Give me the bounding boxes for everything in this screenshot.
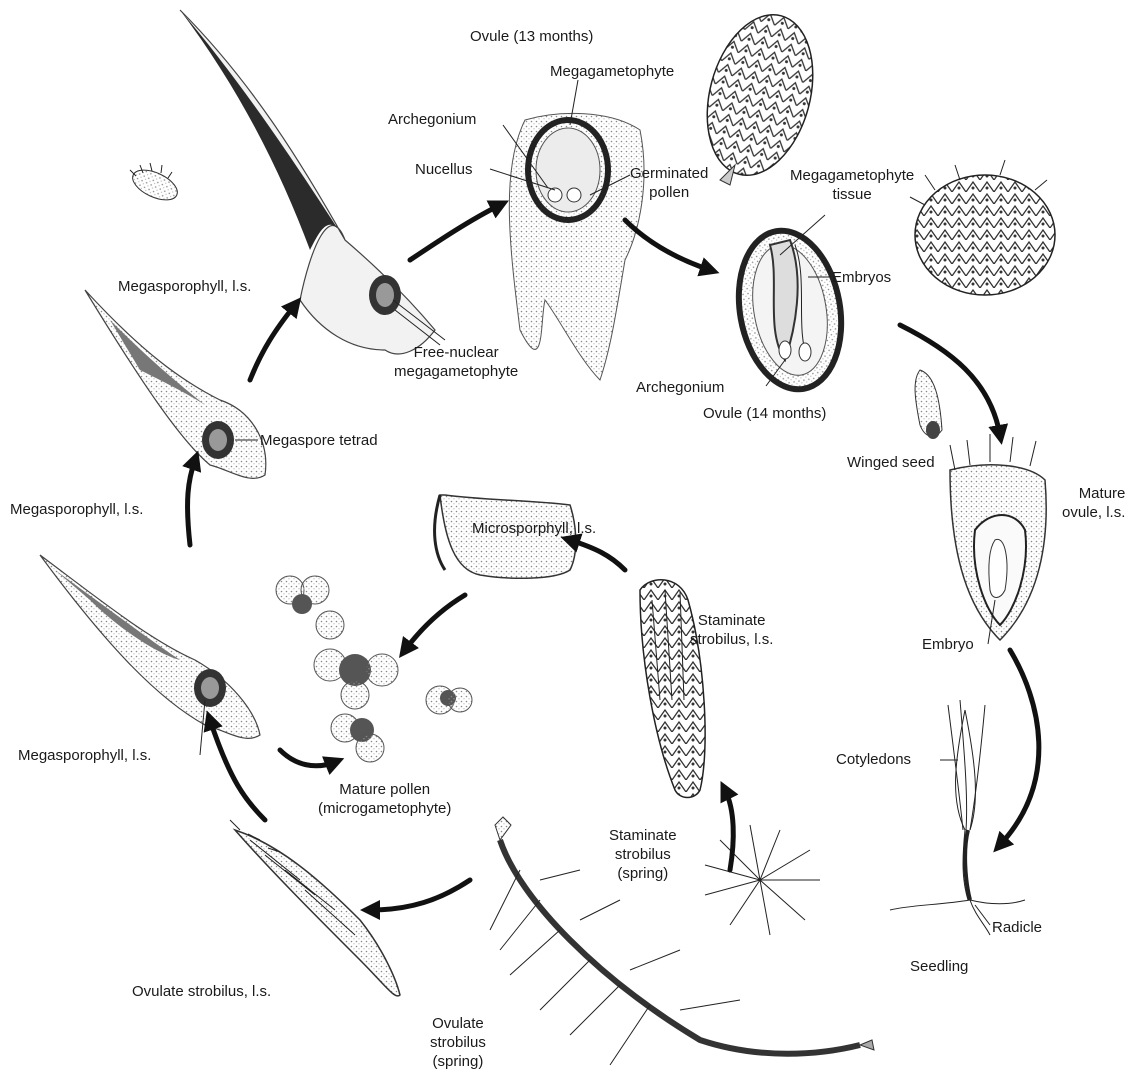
label-ovulate-strobilus-ls: Ovulate strobilus, l.s.	[132, 982, 271, 1001]
megasporophyll-top-illustration	[180, 10, 440, 354]
pine-branch-illustration	[490, 817, 874, 1065]
label-archegonium-bottom: Archegonium	[636, 378, 724, 397]
mature-cone-illustration	[910, 160, 1055, 295]
label-free-nuclear-megagametophyte: Free-nuclear megagametophyte	[394, 343, 518, 381]
label-megagametophyte-tissue: Megagametophyte tissue	[790, 166, 914, 204]
young-cone-illustration	[690, 3, 829, 187]
label-radicle: Radicle	[992, 918, 1042, 937]
label-mature-ovule: Mature ovule, l.s.	[1062, 484, 1125, 522]
seedling-illustration	[890, 700, 1025, 935]
label-cotyledons: Cotyledons	[836, 750, 911, 769]
label-megasporophyll-top: Megasporophyll, l.s.	[118, 277, 251, 296]
label-megaspore-tetrad: Megaspore tetrad	[260, 431, 378, 450]
label-nucellus: Nucellus	[415, 160, 473, 179]
ovule-13-months-illustration	[509, 113, 644, 380]
label-ovule-14-months: Ovule (14 months)	[703, 404, 826, 423]
label-megasporophyll-mid: Megasporophyll, l.s.	[10, 500, 143, 519]
megasporophyll-mid-illustration	[85, 290, 266, 478]
label-microsporophyll: Microsporphyll, l.s.	[472, 519, 596, 538]
winged-seed-illustration	[915, 370, 942, 439]
label-archegonium-top: Archegonium	[388, 110, 476, 129]
label-embryo: Embryo	[922, 635, 974, 654]
small-bud-illustration	[128, 163, 182, 206]
megasporophyll-low-illustration	[40, 555, 260, 738]
pollen-grains-illustration	[276, 576, 472, 762]
mature-ovule-illustration	[950, 434, 1046, 640]
label-seedling: Seedling	[910, 957, 968, 976]
label-ovule-13-months: Ovule (13 months)	[470, 27, 593, 46]
label-staminate-strobilus-spring: Staminate strobilus (spring)	[609, 826, 677, 883]
label-embryos: Embryos	[832, 268, 891, 287]
label-germinated-pollen: Germinated pollen	[630, 164, 708, 202]
label-ovulate-strobilus-spring: Ovulate strobilus (spring)	[430, 1014, 486, 1071]
ovule-14-months-illustration	[727, 223, 853, 398]
label-megasporophyll-low: Megasporophyll, l.s.	[18, 746, 151, 765]
label-mature-pollen: Mature pollen (microgametophyte)	[318, 780, 451, 818]
label-megagametophyte: Megagametophyte	[550, 62, 674, 81]
label-staminate-strobilus-ls: Staminate strobilus, l.s.	[690, 611, 773, 649]
label-winged-seed: Winged seed	[847, 453, 935, 472]
